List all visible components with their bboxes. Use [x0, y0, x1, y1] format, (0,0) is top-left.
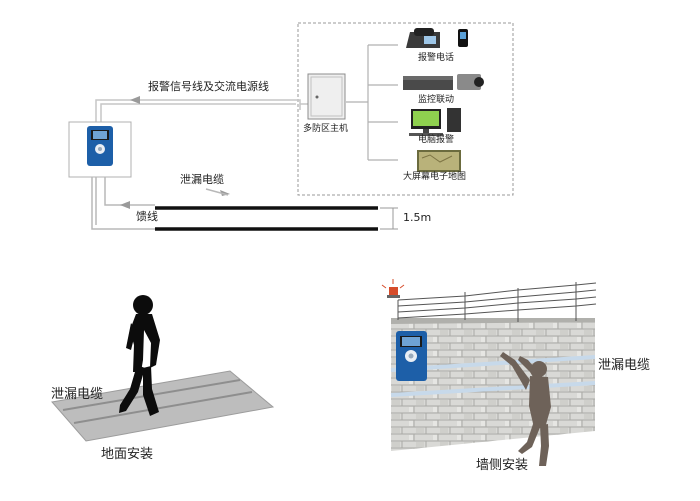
barbed-wire-fence — [397, 282, 597, 322]
alarm-light-icon — [381, 279, 405, 298]
ground-cable-label: 泄漏电缆 — [51, 387, 104, 402]
computer-icon — [409, 108, 461, 136]
output-label-computer: 电脑报警 — [418, 135, 455, 145]
host-label: 多防区主机 — [303, 124, 349, 134]
leaky-cables — [155, 206, 378, 231]
output-label-phone: 报警电话 — [418, 53, 455, 63]
feeder-label: 馈线 — [136, 210, 158, 223]
detector-device-icon — [68, 121, 132, 178]
alarm-phone-icon — [406, 28, 468, 48]
video-recorder-camera-icon — [403, 74, 484, 90]
signal-power-line — [95, 99, 310, 122]
ground-install-caption: 地面安装 — [101, 447, 154, 462]
output-branch-lines — [346, 44, 398, 161]
leaky-cable-label: 泄漏电缆 — [180, 173, 224, 186]
wall-install-caption: 墙侧安装 — [476, 458, 529, 473]
output-label-map: 大屏幕电子地图 — [403, 172, 467, 182]
feeder-lines — [91, 177, 155, 230]
walking-person-icon — [119, 295, 160, 416]
wall-detector-device-icon — [396, 331, 427, 381]
climbing-intruder-icon — [500, 352, 551, 466]
signal-line-label: 报警信号线及交流电源线 — [148, 80, 269, 93]
ground-slab — [51, 370, 275, 442]
cable-label-leader — [205, 188, 229, 196]
control-room-box — [297, 22, 514, 196]
spacing-label: 1.5m — [403, 211, 432, 224]
feeder-arrow — [120, 201, 130, 209]
map-screen-icon — [417, 150, 461, 172]
host-cabinet-icon — [307, 73, 346, 120]
signal-arrow — [130, 96, 140, 104]
wall-cable-label: 泄漏电缆 — [598, 358, 651, 373]
output-label-monitor: 监控联动 — [418, 95, 455, 105]
wall-cable-lower — [390, 381, 596, 397]
spacing-dimension — [380, 207, 398, 230]
